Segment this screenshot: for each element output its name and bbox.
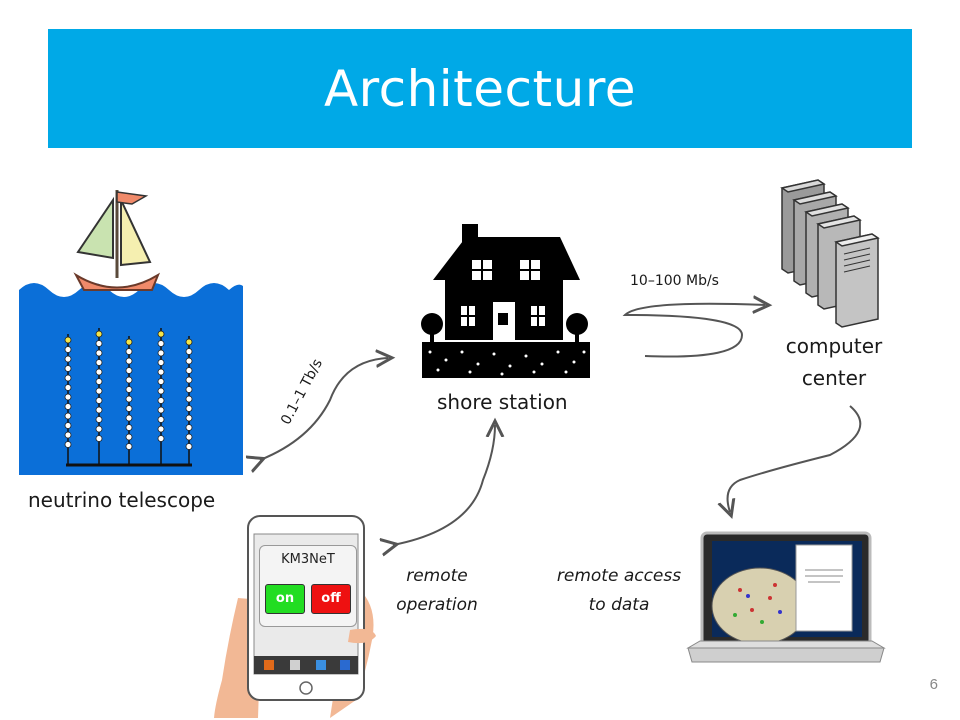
optical-module — [157, 425, 165, 433]
optical-module — [64, 384, 72, 391]
optical-module — [95, 349, 103, 357]
optical-module — [95, 378, 103, 385]
optical-module — [95, 425, 103, 433]
optical-module — [64, 374, 72, 382]
optical-module — [157, 416, 165, 423]
km3net-app-panel: KM3NeT on off — [259, 545, 357, 627]
optical-module — [125, 348, 133, 355]
optical-module — [64, 412, 72, 420]
off-button[interactable]: off — [311, 584, 351, 614]
optical-module — [95, 435, 103, 442]
optical-module — [157, 378, 165, 385]
optical-module — [185, 338, 193, 346]
house-icon — [421, 224, 590, 378]
optical-module — [125, 424, 133, 431]
optical-module — [95, 340, 103, 347]
optical-module — [185, 348, 193, 355]
remote-operation-label: remote operation — [382, 562, 492, 620]
shore-station-label: shore station — [437, 390, 568, 414]
optical-module — [64, 422, 72, 429]
optical-module — [125, 367, 133, 374]
optical-module — [157, 368, 165, 376]
optical-module — [185, 414, 193, 422]
optical-module — [125, 443, 133, 450]
optical-module — [157, 340, 165, 347]
remote-operation-arrow — [393, 425, 495, 545]
remote-operation-line2: operation — [396, 595, 478, 615]
center-laptop-arrow — [728, 405, 862, 512]
optical-module — [185, 357, 193, 365]
optical-module — [64, 403, 72, 410]
detector-strings — [64, 328, 193, 467]
optical-module — [157, 397, 165, 404]
shore-center-link — [622, 304, 765, 358]
sailboat-icon — [73, 190, 161, 291]
title-banner: Architecture — [48, 29, 912, 148]
optical-module — [64, 441, 72, 448]
on-button[interactable]: on — [265, 584, 305, 614]
remote-access-line1: remote access — [556, 566, 682, 586]
optical-module — [64, 431, 72, 439]
optical-module — [95, 368, 103, 376]
optical-module — [64, 336, 72, 344]
optical-module — [125, 338, 133, 346]
telescope-shore-arrow — [260, 358, 388, 460]
optical-module — [64, 393, 72, 401]
remote-access-line2: to data — [588, 595, 650, 615]
optical-module — [157, 349, 165, 357]
optical-module — [125, 414, 133, 422]
optical-module — [64, 346, 72, 353]
optical-module — [185, 367, 193, 374]
optical-module — [95, 416, 103, 423]
optical-module — [157, 387, 165, 395]
optical-module — [157, 435, 165, 442]
optical-module — [157, 406, 165, 414]
optical-module — [95, 387, 103, 395]
optical-module — [95, 359, 103, 366]
optical-module — [125, 376, 133, 384]
sky-map-dots — [733, 583, 782, 624]
optical-module — [185, 433, 193, 441]
computer-center-line1: computer — [785, 334, 883, 358]
optical-module — [125, 433, 133, 441]
optical-module — [185, 376, 193, 384]
optical-module — [125, 357, 133, 365]
optical-module — [125, 386, 133, 393]
optical-module — [125, 395, 133, 403]
slide-number: 6 — [929, 676, 938, 693]
rate-center-label: 10–100 Mb/s — [630, 273, 719, 289]
optical-module — [185, 405, 193, 412]
optical-module — [95, 330, 103, 338]
computer-center-label: computer center — [778, 330, 890, 394]
app-title: KM3NeT — [281, 552, 335, 567]
optical-module — [64, 365, 72, 372]
laptop-icon — [686, 531, 886, 663]
computer-center-line2: center — [801, 366, 867, 390]
optical-module — [64, 355, 72, 363]
server-rack-icon — [780, 179, 880, 328]
remote-operation-line1: remote — [406, 566, 468, 586]
optical-module — [95, 406, 103, 414]
page-title: Architecture — [323, 59, 637, 118]
remote-access-label: remote access to data — [543, 562, 695, 620]
optical-module — [157, 359, 165, 366]
optical-module — [157, 330, 165, 338]
optical-module — [185, 443, 193, 450]
optical-module — [185, 386, 193, 393]
optical-module — [125, 405, 133, 412]
optical-module — [185, 395, 193, 403]
neutrino-telescope-illustration — [19, 190, 243, 475]
telescope-label: neutrino telescope — [28, 488, 216, 512]
optical-module — [185, 424, 193, 431]
optical-module — [95, 397, 103, 404]
